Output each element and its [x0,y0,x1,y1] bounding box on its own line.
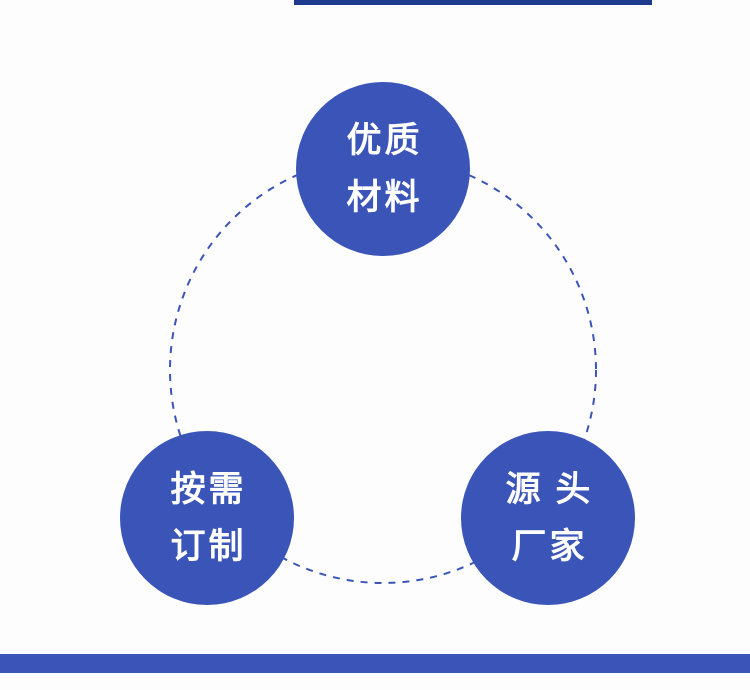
feature-label-line1: 按需 [170,470,247,509]
dashed-circle [169,156,597,584]
feature-label-line2: 订制 [170,527,247,566]
feature-circle-custom-made: 按需 订制 [120,431,294,605]
dashed-circle-path [169,156,597,584]
bottom-divider-bar [0,654,750,673]
top-divider-line [294,0,652,5]
feature-circle-source-factory: 源 头 厂家 [461,431,635,605]
feature-circle-quality-materials: 优质 材料 [296,82,470,256]
feature-label-line2: 材料 [346,178,423,217]
feature-label-line1: 优质 [346,121,423,160]
feature-label-line2: 厂家 [511,527,588,566]
feature-label-line1: 源 头 [505,470,594,509]
